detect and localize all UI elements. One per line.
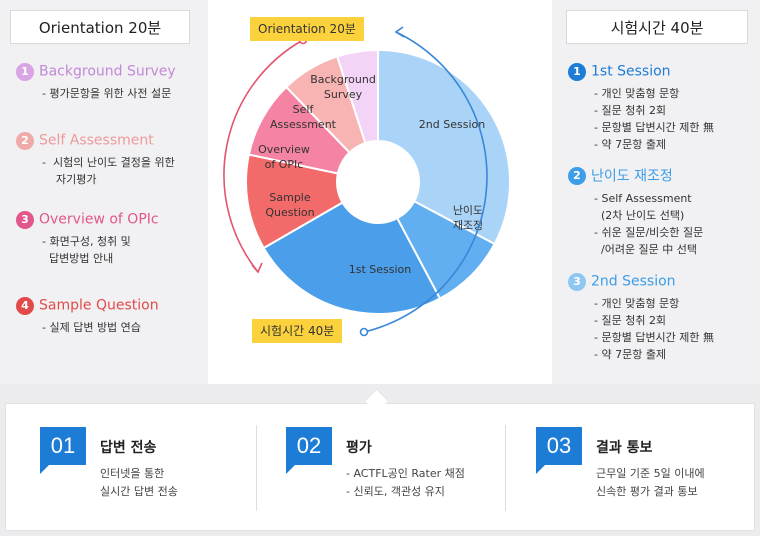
- step-number-badge: 02: [286, 427, 332, 465]
- column-divider: [256, 425, 257, 511]
- test-time-panel: [552, 0, 760, 384]
- step-description: - 화면구성, 청취 및 답변방법 안내: [42, 234, 131, 265]
- segment-1st-session-label: 1st Session: [349, 263, 412, 276]
- step-title: 2nd Session: [591, 273, 676, 290]
- step-description: - 평가문항을 위한 사전 설문: [42, 86, 172, 100]
- orientation-title: Orientation 20분: [10, 10, 190, 44]
- step-description: - Self Assessment (2차 난이도 선택) - 쉬운 질문/비슷…: [594, 191, 704, 256]
- step-description: - ACTFL공인 Rater 채점 - 신뢰도, 객관성 유지: [346, 467, 465, 498]
- step-description: 인터넷을 통한 실시간 답변 전송: [100, 467, 178, 498]
- orientation-time-tag: Orientation 20분: [250, 17, 364, 41]
- step-title: Background Survey: [39, 63, 176, 80]
- step-number-badge: 01: [40, 427, 86, 465]
- column-divider: [505, 425, 506, 511]
- step-number-badge: 1: [16, 62, 34, 81]
- step-title: 1st Session: [591, 63, 671, 80]
- left-step-2: 2 Self Assessment - 시험의 난이도 결정을 위한 자기평가: [16, 130, 175, 188]
- step-title: 답변 전송: [100, 440, 157, 456]
- arc-arrow-icon: [251, 262, 263, 274]
- step-number-badge: 2: [16, 131, 34, 150]
- step-description: - 개인 맞춤형 문항 - 질문 청취 2회 - 문항별 답변시간 제한 無 -…: [594, 86, 715, 151]
- badge-tail: [286, 465, 295, 474]
- right-step-3: 3 2nd Session - 개인 맞춤형 문항 - 질문 청취 2회 - 문항…: [568, 271, 714, 363]
- left-step-3: 3 Overview of OPIc - 화면구성, 청취 및 답변방법 안내: [16, 209, 159, 267]
- test-time-tag: 시험시간 40분: [252, 319, 343, 343]
- step-description: - 시험의 난이도 결정을 위한 자기평가: [42, 155, 175, 186]
- badge-tail: [40, 465, 49, 474]
- left-step-4: 4 Sample Question - 실제 답변 방법 연습: [16, 295, 159, 336]
- segment-2nd-session-label: 2nd Session: [419, 118, 485, 131]
- donut-hole: [336, 140, 420, 224]
- test-flow-arc: [363, 31, 488, 333]
- step-number-badge: 3: [16, 210, 34, 229]
- step-number-badge: 1: [568, 62, 586, 81]
- step-title: 난이도 재조정: [591, 168, 673, 185]
- badge-tail: [536, 465, 545, 474]
- result-box: [5, 403, 755, 531]
- right-step-1: 1 1st Session - 개인 맞춤형 문항 - 질문 청취 2회 - 문항…: [568, 61, 714, 153]
- step-description: - 개인 맞춤형 문항 - 질문 청취 2회 - 문항별 답변시간 제한 無 -…: [594, 296, 715, 361]
- step-title: Overview of OPIc: [39, 211, 159, 228]
- step-description: - 실제 답변 방법 연습: [42, 320, 141, 334]
- left-step-1: 1 Background Survey - 평가문항을 위한 사전 설문: [16, 61, 176, 102]
- step-number-badge: 4: [16, 296, 34, 315]
- step-description: 근무일 기준 5일 이내에 신속한 평가 결과 통보: [596, 467, 705, 498]
- step-title: 결과 통보: [596, 440, 653, 456]
- step-title: Sample Question: [39, 297, 159, 314]
- orientation-panel: [0, 0, 208, 384]
- step-title: Self Assessment: [39, 132, 154, 149]
- arc-start-dot: [359, 327, 369, 337]
- step-title: 평가: [346, 440, 372, 456]
- step-number-badge: 2: [568, 166, 586, 185]
- right-step-2: 2 난이도 재조정 - Self Assessment (2차 난이도 선택) -…: [568, 165, 703, 258]
- step-number-badge: 3: [568, 272, 586, 291]
- test-time-title: 시험시간 40분: [566, 10, 748, 44]
- orientation-flow-arc: [223, 39, 304, 273]
- step-number-badge: 03: [536, 427, 582, 465]
- arc-arrow-icon: [394, 26, 405, 38]
